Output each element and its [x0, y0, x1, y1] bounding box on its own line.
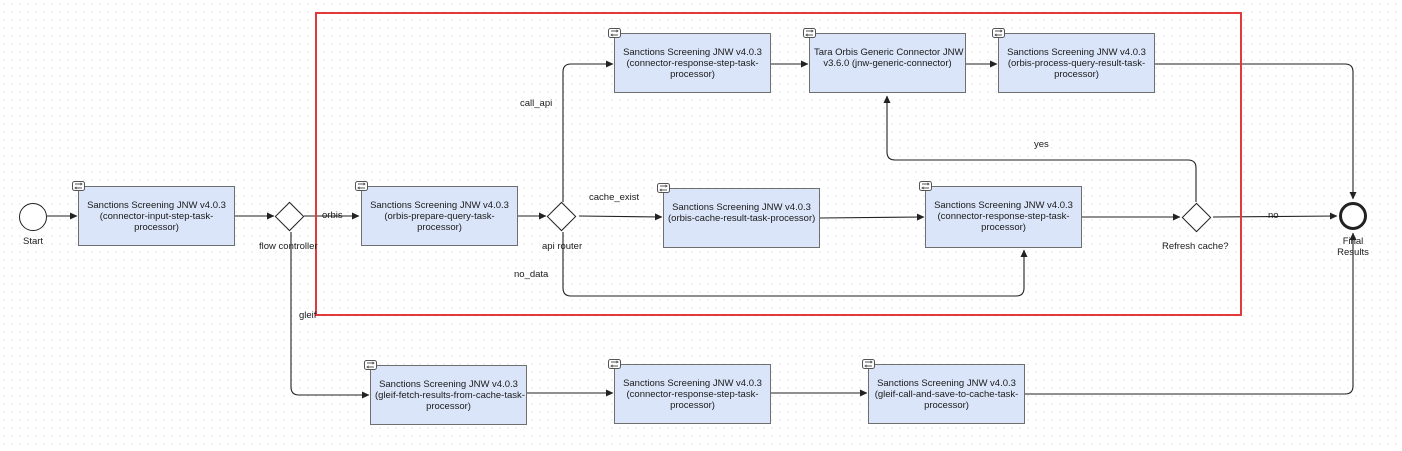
flow-cache-to-response-mid: [819, 213, 925, 221]
end-event[interactable]: [1339, 202, 1367, 230]
flow-process-to-end: [1155, 63, 1357, 200]
task-connector-response-step-mid[interactable]: Sanctions Screening JNW v4.0.3 (connecto…: [919, 181, 1082, 248]
task-detail-cont: processor): [1054, 69, 1099, 80]
task-detail: (orbis-process-query-result-task-: [1007, 58, 1146, 69]
service-task-icon: [992, 28, 1005, 38]
task-title: Tara Orbis Generic Connector JNW: [814, 47, 964, 58]
task-title: Sanctions Screening JNW v4.0.3: [623, 378, 762, 389]
end-event-label: Final Results: [1330, 236, 1376, 258]
flow-gleif-call-to-end: [1025, 232, 1357, 395]
end-event-label-line1: Final: [1342, 236, 1364, 247]
task-detail: (connector-response-step-task-: [626, 389, 759, 400]
task-title: Sanctions Screening JNW v4.0.3: [87, 200, 226, 211]
task-orbis-prepare-query[interactable]: Sanctions Screening JNW v4.0.3 (orbis-pr…: [355, 181, 518, 246]
selection-highlight: [315, 12, 1242, 316]
task-connector-response-step-bottom[interactable]: Sanctions Screening JNW v4.0.3 (connecto…: [608, 359, 771, 424]
service-task-icon: [657, 183, 670, 193]
edge-label-cache-exist: cache_exist: [589, 192, 640, 203]
task-title: Sanctions Screening JNW v4.0.3: [1007, 47, 1146, 58]
flow-no: [1212, 212, 1338, 220]
api-router-label: api router: [542, 241, 583, 252]
task-title: Sanctions Screening JNW v4.0.3: [623, 47, 762, 58]
flow-call-api: [562, 60, 614, 202]
task-detail: v3.6.0 (jnw-generic-connector): [823, 58, 952, 69]
service-task-icon: [608, 359, 621, 369]
task-detail-cont: processor): [670, 69, 715, 80]
edge-label-orbis: orbis: [322, 210, 343, 221]
edge-label-no: no: [1268, 210, 1279, 221]
edge-label-yes: yes: [1034, 139, 1049, 150]
task-detail: (connector-response-step-task-: [626, 58, 759, 69]
edge-label-call-api: call_api: [520, 98, 553, 109]
task-gleif-fetch-results[interactable]: Sanctions Screening JNW v4.0.3 (gleif-fe…: [364, 360, 527, 425]
task-detail: (orbis-cache-result-task-processor): [668, 213, 816, 224]
edge-label-gleif: gleif: [299, 310, 317, 321]
service-task-icon: [803, 28, 816, 38]
task-title: Sanctions Screening JNW v4.0.3: [370, 200, 509, 211]
flow-controller-label: flow controller: [259, 241, 318, 252]
task-generic-connector[interactable]: Tara Orbis Generic Connector JNW v3.6.0 …: [803, 28, 966, 93]
service-task-icon: [355, 181, 368, 191]
task-detail: (gleif-call-and-save-to-cache-task-: [874, 389, 1019, 400]
task-detail: (connector-input-step-task-: [99, 211, 214, 222]
task-connector-input-step[interactable]: Sanctions Screening JNW v4.0.3 (connecto…: [72, 181, 235, 246]
flow-yes: [883, 95, 1197, 202]
flow-no-data: [562, 232, 1028, 297]
task-title: Sanctions Screening JNW v4.0.3: [877, 378, 1016, 389]
task-title: Sanctions Screening JNW v4.0.3: [672, 202, 811, 213]
task-detail-cont: processor): [426, 401, 471, 412]
service-task-icon: [72, 181, 85, 191]
service-task-icon: [862, 359, 875, 369]
task-detail-cont: processor): [417, 222, 462, 233]
task-detail-cont: processor): [981, 222, 1026, 233]
start-event[interactable]: [19, 203, 47, 231]
task-detail: (orbis-prepare-query-task-: [384, 211, 495, 222]
task-detail-cont: processor): [670, 400, 715, 411]
task-detail-cont: processor): [924, 400, 969, 411]
task-connector-response-step-top[interactable]: Sanctions Screening JNW v4.0.3 (connecto…: [608, 28, 771, 93]
task-title: Sanctions Screening JNW v4.0.3: [934, 200, 1073, 211]
flow-gleif: [290, 232, 370, 399]
service-task-icon: [608, 28, 621, 38]
task-orbis-cache-result[interactable]: Sanctions Screening JNW v4.0.3 (orbis-ca…: [657, 183, 820, 248]
task-orbis-process-query-result[interactable]: Sanctions Screening JNW v4.0.3 (orbis-pr…: [992, 28, 1155, 93]
task-gleif-call-and-save[interactable]: Sanctions Screening JNW v4.0.3 (gleif-ca…: [862, 359, 1025, 424]
end-event-label-line2: Results: [1337, 247, 1369, 258]
service-task-icon: [364, 360, 377, 370]
task-title: Sanctions Screening JNW v4.0.3: [379, 379, 518, 390]
service-task-icon: [919, 181, 932, 191]
edge-label-no-data: no_data: [514, 269, 549, 280]
task-detail-cont: processor): [134, 222, 179, 233]
flow-cache-exist: [578, 213, 663, 221]
refresh-cache-label: Refresh cache?: [1162, 241, 1229, 252]
start-event-label: Start: [23, 236, 44, 247]
task-detail: (gleif-fetch-results-from-cache-task-: [375, 390, 525, 401]
task-detail: (connector-response-step-task-: [937, 211, 1070, 222]
